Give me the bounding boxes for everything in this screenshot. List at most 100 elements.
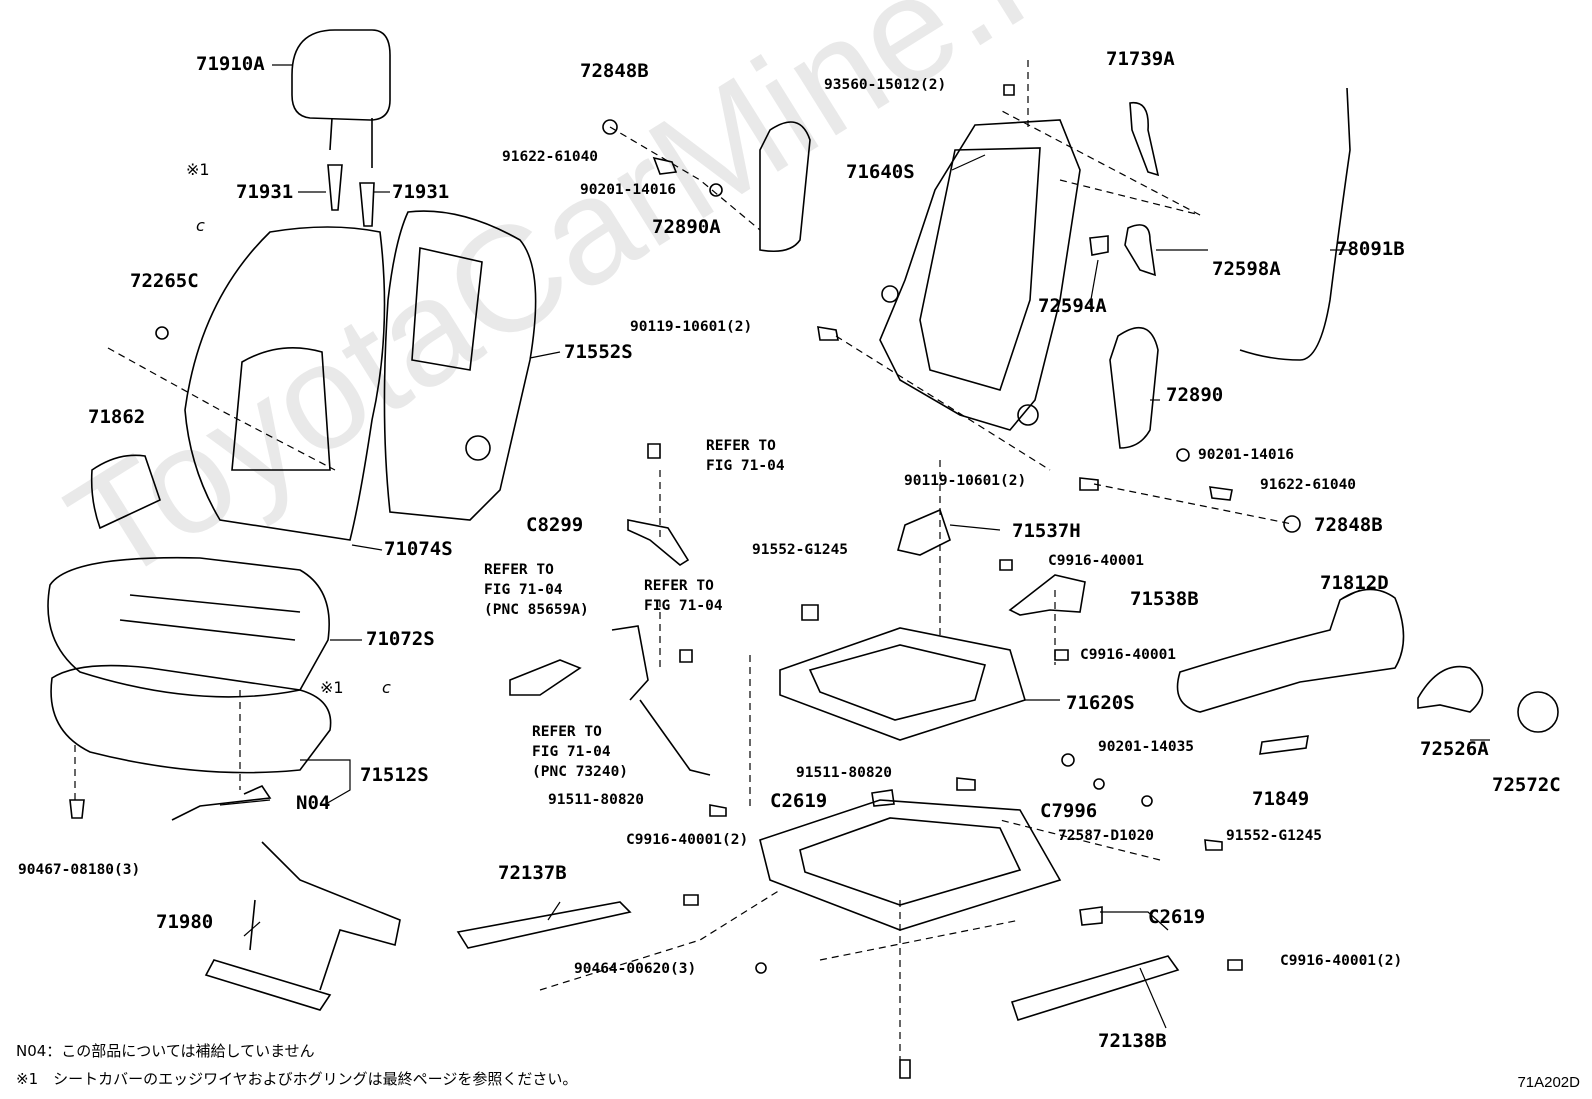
callout-refer-fig-71-04-b: REFER TO FIG 71-04 (PNC 85659A) <box>484 562 589 618</box>
callout-90201-14016-right: 90201-14016 <box>1198 447 1295 463</box>
callout-72526a: 72526A <box>1420 738 1489 760</box>
assembly-lines <box>74 60 1293 1060</box>
seat-cushion-pad-drawing <box>50 664 332 774</box>
callout-c9916-40001-2-right: C9916-40001(2) <box>1280 953 1403 969</box>
part-71849-drawing <box>1259 735 1309 755</box>
callout-n04: N04 <box>296 792 331 814</box>
callout-72890a: 72890A <box>652 216 721 238</box>
callout-c8299: C8299 <box>526 514 584 536</box>
callout-91552-g1245-bottom: 91552-G1245 <box>1226 828 1323 844</box>
lever-72598a-drawing <box>1124 224 1156 277</box>
callout-c9916-40001-2-left: C9916-40001(2) <box>626 832 749 848</box>
callout-72594a: 72594A <box>1038 295 1107 317</box>
callout-refer-fig-71-04-c: REFER TO FIG 71-04 <box>644 578 723 614</box>
callout-72848b-right: 72848B <box>1314 514 1383 536</box>
callout-71640s: 71640S <box>846 161 915 183</box>
handle-72526a-drawing <box>1417 665 1484 713</box>
callout-90467-08180: 90467-08180(3) <box>18 862 141 878</box>
fasteners-drawing <box>602 84 1301 1079</box>
cap-c2619-top-drawing <box>871 789 895 807</box>
seatback-frame-drawing <box>879 119 1081 431</box>
callout-71552s: 71552S <box>564 341 633 363</box>
fastener-90467-drawing <box>69 799 85 819</box>
footnote-asterisk1: ※1 シートカバーのエッジワイヤおよびホグリングは最終ページを参照ください。 <box>16 1070 578 1088</box>
callout-72572c: 72572C <box>1492 774 1561 796</box>
callout-91511-80820-left: 91511-80820 <box>548 792 645 808</box>
callout-71812d: 71812D <box>1320 572 1389 594</box>
callout-c9916-40001-b: C9916-40001 <box>1080 647 1177 663</box>
callout-72890: 72890 <box>1166 384 1224 406</box>
callout-72598a: 72598A <box>1212 258 1281 280</box>
callout-note1-top: ※1 <box>186 160 210 179</box>
callout-72848b-top: 72848B <box>580 60 649 82</box>
seatback-cover-drawing <box>184 226 386 541</box>
knob-72594a-drawing <box>1089 235 1109 256</box>
callout-c9916-40001-a: C9916-40001 <box>1048 553 1145 569</box>
headrest-guides-drawing <box>327 164 375 227</box>
callout-90201-14035: 90201-14035 <box>1098 739 1195 755</box>
callout-refer-fig-71-04-d: REFER TO FIG 71-04 (PNC 73240) <box>532 724 629 780</box>
bracket-85659a-drawing <box>509 659 582 696</box>
callout-71538b: 71538B <box>1130 588 1199 610</box>
callout-refer-fig-71-04-a: REFER TO FIG 71-04 <box>706 438 785 474</box>
callout-note1-top-clip: c <box>196 216 205 235</box>
callout-91622-61040-right: 91622-61040 <box>1260 477 1357 493</box>
callout-71537h: 71537H <box>1012 520 1081 542</box>
callout-72265c: 72265C <box>130 270 199 292</box>
wire-n04-drawing <box>171 784 272 821</box>
cable-78091b-drawing <box>1239 87 1351 361</box>
footnote-n04: N04：この部品については補給していません <box>16 1042 315 1060</box>
headrest-drawing <box>291 29 391 168</box>
callout-71512s: 71512S <box>360 764 429 786</box>
callout-91622-61040-top: 91622-61040 <box>502 149 599 165</box>
callout-71739a: 71739A <box>1106 48 1175 70</box>
callout-90119-10601-bottom: 90119-10601(2) <box>904 473 1027 489</box>
cover-72137b-drawing <box>456 901 632 949</box>
callout-72138b: 72138B <box>1098 1030 1167 1052</box>
callout-c2619-bottom: C2619 <box>1148 906 1206 928</box>
seatback-pad-drawing <box>383 210 537 521</box>
callout-71931-right: 71931 <box>392 181 450 203</box>
callout-78091b: 78091B <box>1336 238 1405 260</box>
clip-72265c-drawing <box>155 326 169 340</box>
callout-91552-g1245-top: 91552-G1245 <box>752 542 849 558</box>
bracket-71538b-drawing <box>1008 574 1086 616</box>
callout-71849: 71849 <box>1252 788 1310 810</box>
callout-93560-15012: 93560-15012(2) <box>824 77 947 93</box>
cover-71812d-drawing <box>1176 588 1405 713</box>
callout-72587-d1020: 72587-D1020 <box>1058 828 1155 844</box>
callout-c2619-top: C2619 <box>770 790 828 812</box>
callout-71620s: 71620S <box>1066 692 1135 714</box>
callout-91511-80820-mid: 91511-80820 <box>796 765 893 781</box>
bracket-71862-drawing <box>90 454 161 530</box>
figure-id: 71A202D <box>1517 1074 1580 1091</box>
callout-note1-mid-clip: c <box>382 678 391 697</box>
callout-71910a: 71910A <box>196 53 265 75</box>
leader-lines <box>219 64 1490 1029</box>
seat-adjuster-drawing <box>759 799 1062 931</box>
callout-71074s: 71074S <box>384 538 453 560</box>
cover-71739a-drawing <box>1129 101 1160 177</box>
callout-71980: 71980 <box>156 911 214 933</box>
seat-frame-71620s-drawing <box>779 627 1026 741</box>
callout-71862: 71862 <box>88 406 146 428</box>
side-trim-72890a-drawing <box>759 121 811 253</box>
lumbar-frame-drawing <box>204 841 401 1011</box>
callout-90201-14016-top: 90201-14016 <box>580 182 677 198</box>
callout-72137b: 72137B <box>498 862 567 884</box>
callout-71931-left: 71931 <box>236 181 294 203</box>
seatbelt-buckle-drawing <box>611 625 711 776</box>
callout-71072s: 71072S <box>366 628 435 650</box>
callout-90119-10601-top: 90119-10601(2) <box>630 319 753 335</box>
cap-c2619-bottom-drawing <box>1079 906 1103 926</box>
plate-c8299-drawing <box>627 519 690 566</box>
callout-90464-00620: 90464-00620(3) <box>574 961 697 977</box>
callout-c7996: C7996 <box>1040 800 1098 822</box>
callout-note1-mid: ※1 <box>320 678 344 697</box>
cover-72138b-drawing <box>1010 955 1180 1021</box>
cap-72572c-drawing <box>1517 691 1559 733</box>
bracket-71537h-drawing <box>897 508 951 556</box>
seat-cushion-cover-drawing <box>47 556 330 698</box>
